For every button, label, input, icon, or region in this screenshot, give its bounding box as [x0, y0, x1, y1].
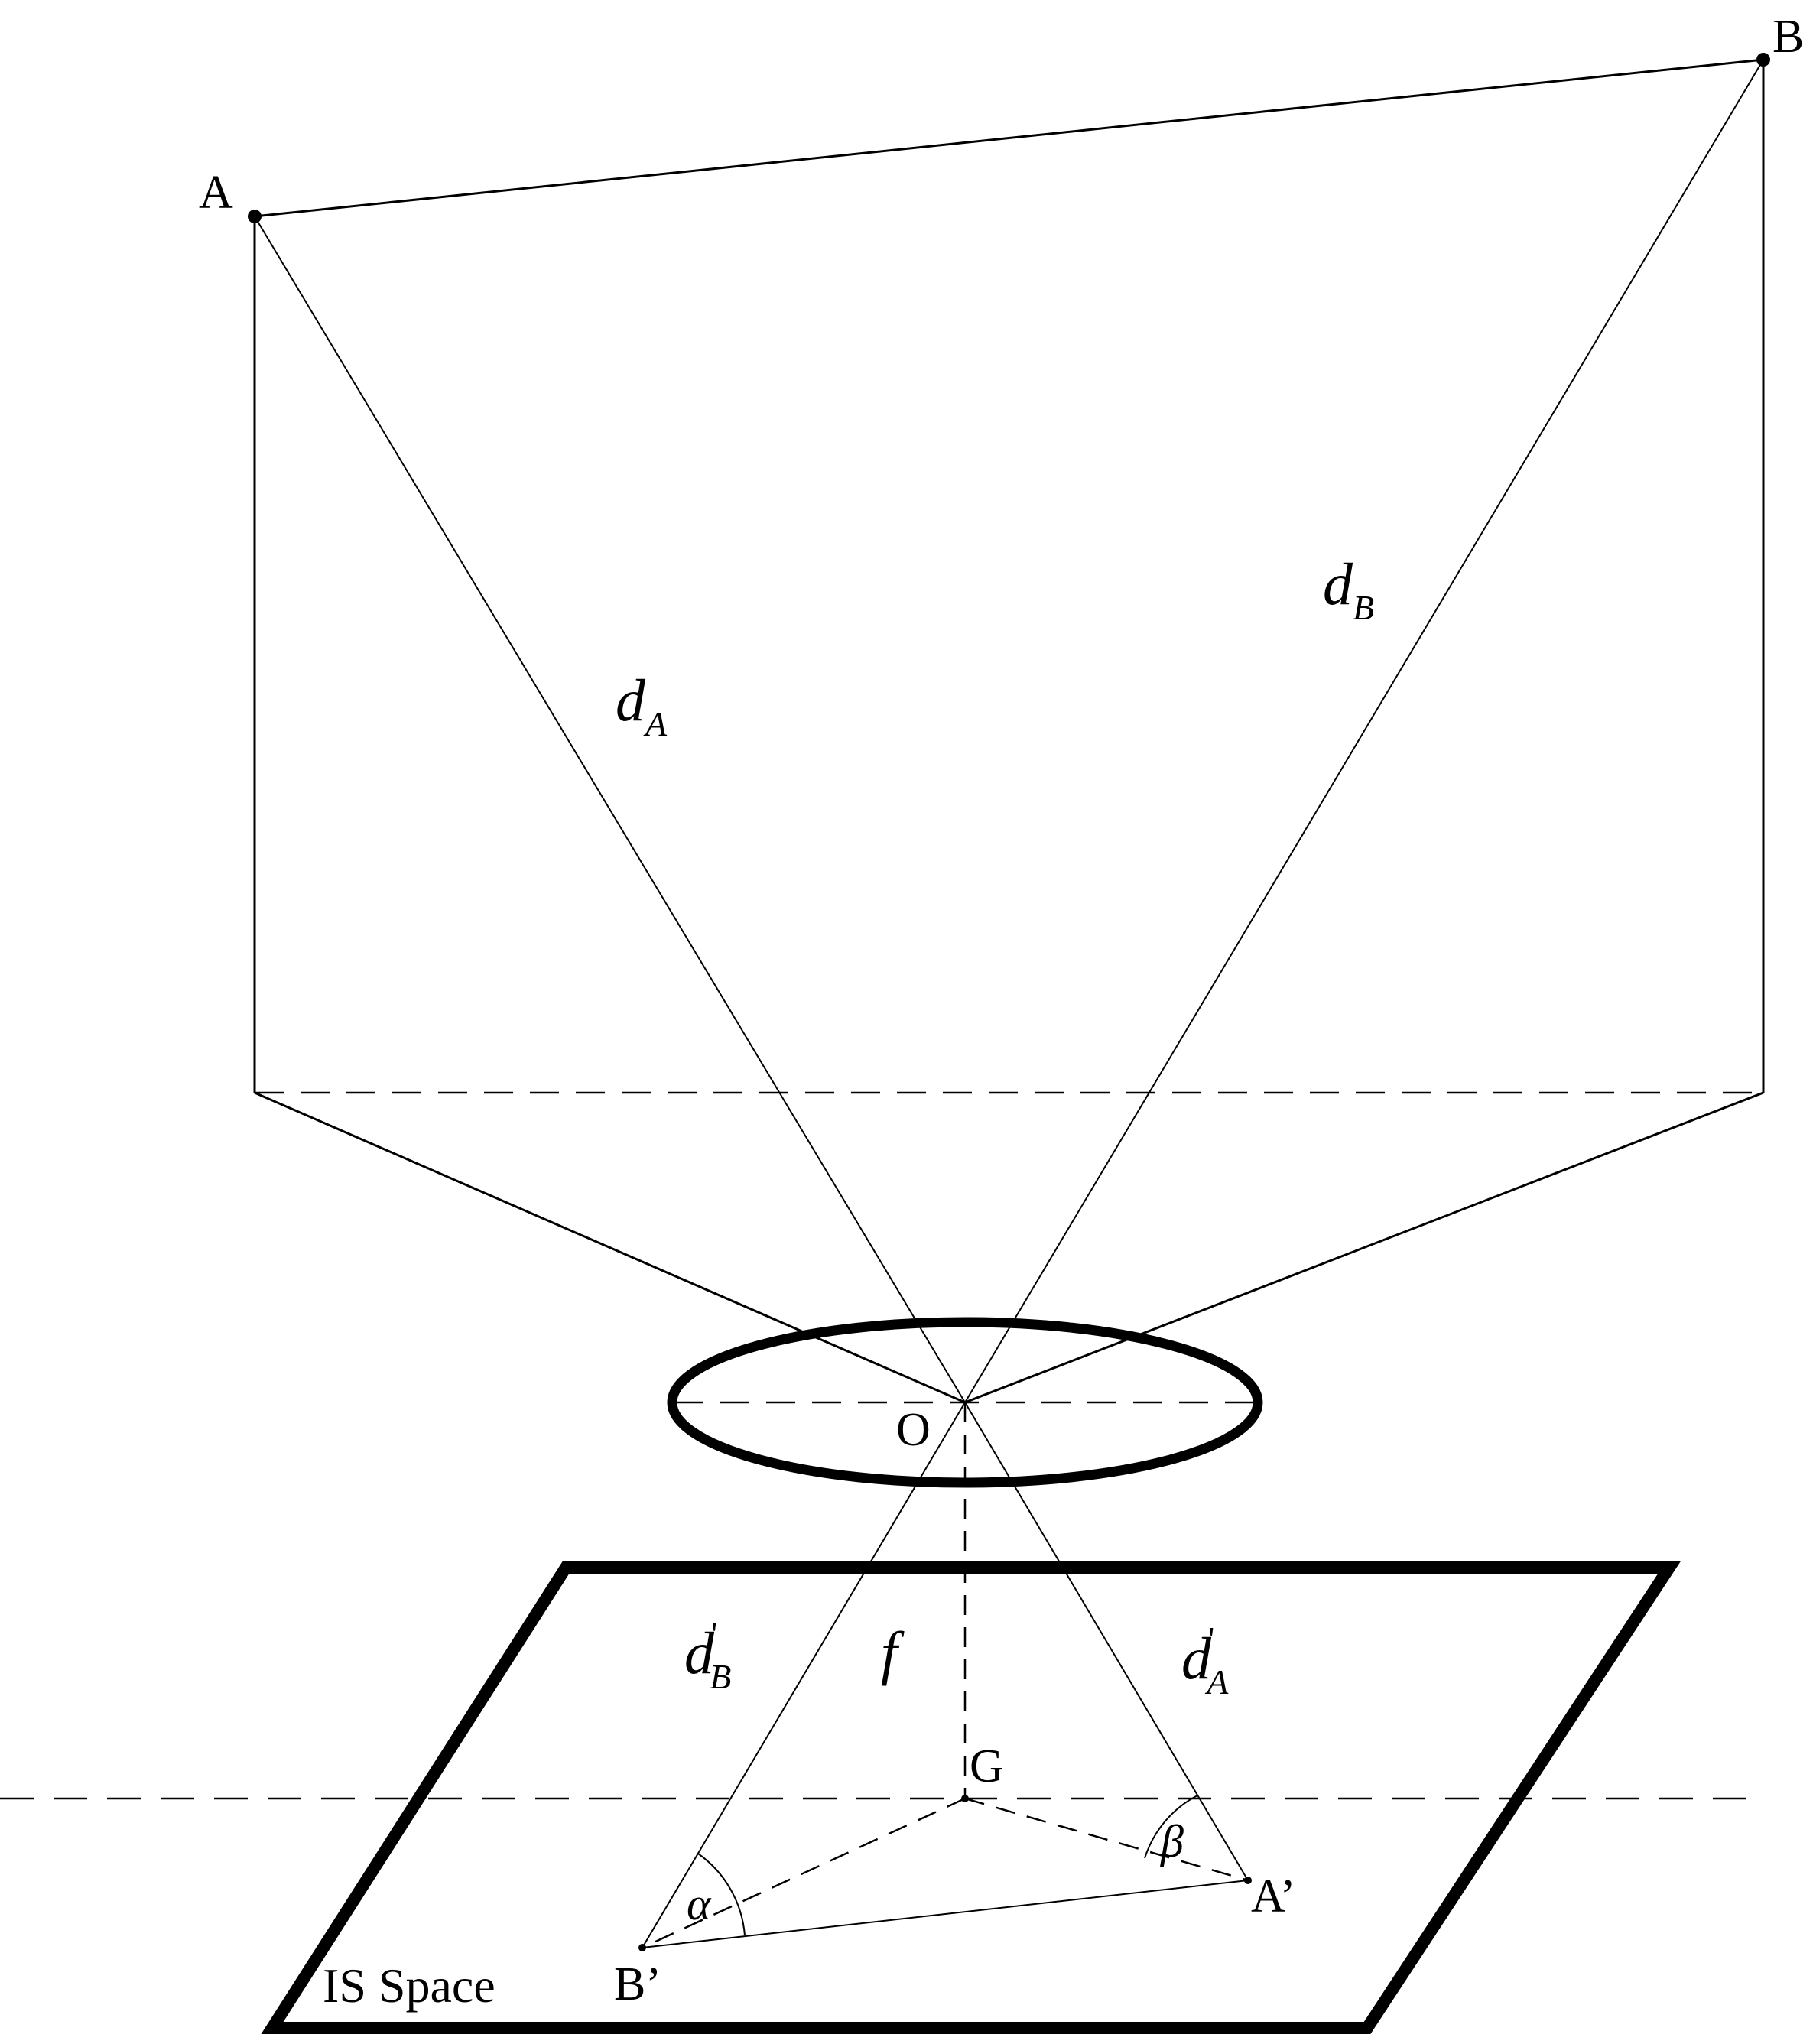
label-a: A: [199, 167, 233, 219]
label-f: f: [881, 1620, 905, 1686]
line-foot-a-to-o: [254, 1091, 966, 1404]
segment-g-b-prime-dashed: [642, 1797, 966, 1949]
angle-arc-alpha: [697, 1853, 746, 1936]
label-o: O: [896, 1404, 931, 1456]
label-g: G: [970, 1740, 1004, 1792]
angle-arc-beta: [1144, 1795, 1198, 1859]
segment-g-a-prime-dashed: [964, 1797, 1249, 1882]
point-b-dot: [1756, 53, 1770, 67]
image-sensor-plane: [261, 1561, 1681, 2034]
label-d-a: dA: [616, 667, 668, 743]
label-alpha: α: [687, 1879, 712, 1929]
point-g-dot: [961, 1795, 969, 1802]
point-b-prime-dot: [638, 1944, 646, 1951]
label-is-space: IS Space: [323, 1958, 495, 2013]
point-a-prime-dot: [1244, 1877, 1252, 1884]
label-b: B: [1772, 11, 1804, 63]
label-b-prime: B’: [614, 1958, 661, 2010]
label-beta: β: [1160, 1816, 1184, 1867]
label-d-b-prime: d'B: [684, 1614, 731, 1696]
label-d-b: dB: [1323, 551, 1374, 627]
segment-a-b: [254, 58, 1764, 218]
line-foot-b-to-o: [964, 1091, 1764, 1404]
label-d-a-prime: d'A: [1181, 1620, 1229, 1701]
label-a-prime: A’: [1251, 1870, 1296, 1922]
ray-o-to-a-prime: [964, 1402, 1249, 1881]
ray-o-to-b-prime: [642, 1402, 966, 1948]
segment-b-prime-a-prime: [642, 1880, 1249, 1948]
point-a-dot: [248, 210, 262, 223]
ray-b-to-o: [964, 59, 1764, 1403]
ray-a-to-o: [254, 216, 966, 1403]
